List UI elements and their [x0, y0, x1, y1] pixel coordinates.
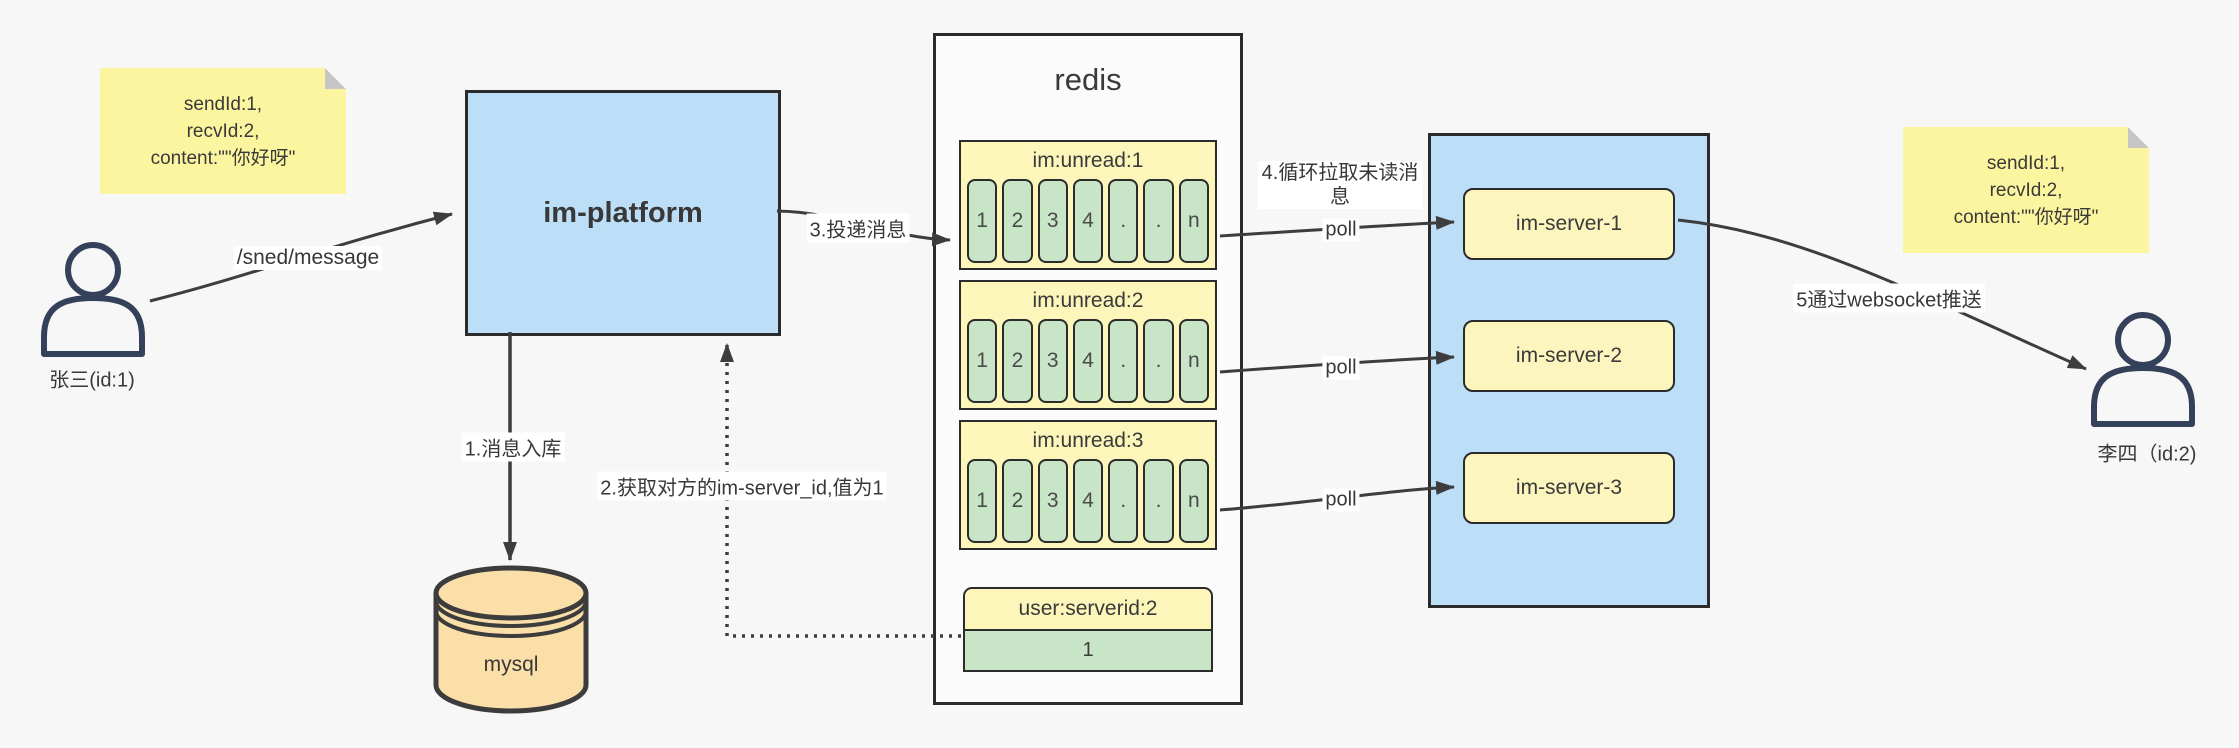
queue-cell: 4 [1072, 459, 1104, 543]
receiver-label: 李四（id:2) [2097, 443, 2197, 466]
queue-cell: n [1178, 319, 1209, 403]
queue-cell: 2 [1002, 459, 1033, 543]
queue-cell: . [1143, 459, 1174, 543]
edge-label-poll-3: poll [1322, 488, 1360, 512]
edge-label-send-message: /sned/message [233, 246, 383, 270]
edge-label-step2: 2.获取对方的im-server_id,值为1 [597, 471, 887, 501]
note-line: recvId:2, [186, 120, 260, 142]
queue-cell: . [1108, 179, 1139, 263]
user-serverid-key: user:serverid:2 [963, 587, 1213, 631]
sender-label: 张三(id:1) [49, 369, 135, 392]
queue-cell: 3 [1037, 459, 1068, 543]
mysql-database-icon [433, 565, 589, 714]
queue-cell: 1 [967, 319, 998, 403]
queue-cell: 2 [1002, 179, 1033, 263]
edge-label-poll-1: poll [1322, 218, 1360, 242]
queue-cell: . [1108, 319, 1139, 403]
im-platform-box: im-platform [465, 90, 781, 336]
im-server-box: im-server-3 [1463, 452, 1675, 524]
queue-cell: 4 [1072, 319, 1104, 403]
queue-header: im:unread:3 [1032, 429, 1144, 452]
queue-cell: . [1143, 179, 1174, 263]
redis-title: redis [1054, 62, 1122, 97]
queue-cell: 4 [1072, 179, 1104, 263]
user-serverid-value: 1 [963, 631, 1213, 672]
edge-label-poll-2: poll [1322, 356, 1360, 380]
queue-cell: . [1143, 319, 1174, 403]
edge-label-step4: 4.循环拉取未读消息 [1258, 161, 1422, 209]
queue-header: im:unread:1 [1032, 149, 1144, 172]
receiver-person-icon [2091, 312, 2195, 427]
queue-cell: n [1178, 179, 1209, 263]
queue-cell: n [1178, 459, 1209, 543]
sticky-note-sender: sendId:1, recvId:2, content:""你好呀" [100, 68, 346, 194]
note-line: sendId:1, [1986, 152, 2066, 174]
queue-cell: 1 [967, 459, 998, 543]
im-server-box: im-server-1 [1463, 188, 1675, 260]
sticky-note-receiver: sendId:1, recvId:2, content:""你好呀" [1903, 127, 2149, 253]
edge-label-step5: 5通过websocket推送 [1793, 283, 1985, 313]
mysql-label: mysql [483, 653, 539, 676]
queue-cell: 2 [1002, 319, 1033, 403]
note-fold-icon [2128, 127, 2149, 148]
queue-cell: 1 [967, 179, 998, 263]
edge-label-step1: 1.消息入库 [461, 432, 565, 462]
edge-label-step3: 3.投递消息 [806, 213, 910, 243]
im-server-cluster: im-server-1 im-server-2 im-server-3 [1428, 133, 1710, 608]
queue-header: im:unread:2 [1032, 289, 1144, 312]
note-line: content:""你好呀" [1953, 206, 2099, 228]
queue-cell: 3 [1037, 319, 1068, 403]
queue-cell: . [1108, 459, 1139, 543]
note-fold-icon [325, 68, 346, 89]
im-server-box: im-server-2 [1463, 320, 1675, 392]
user-serverid-entry: user:serverid:2 1 [963, 587, 1213, 672]
note-line: sendId:1, [183, 93, 263, 115]
sender-person-icon [41, 242, 145, 357]
note-line: recvId:2, [1989, 179, 2063, 201]
note-line: content:""你好呀" [150, 147, 296, 169]
queue-cell: 3 [1037, 179, 1068, 263]
